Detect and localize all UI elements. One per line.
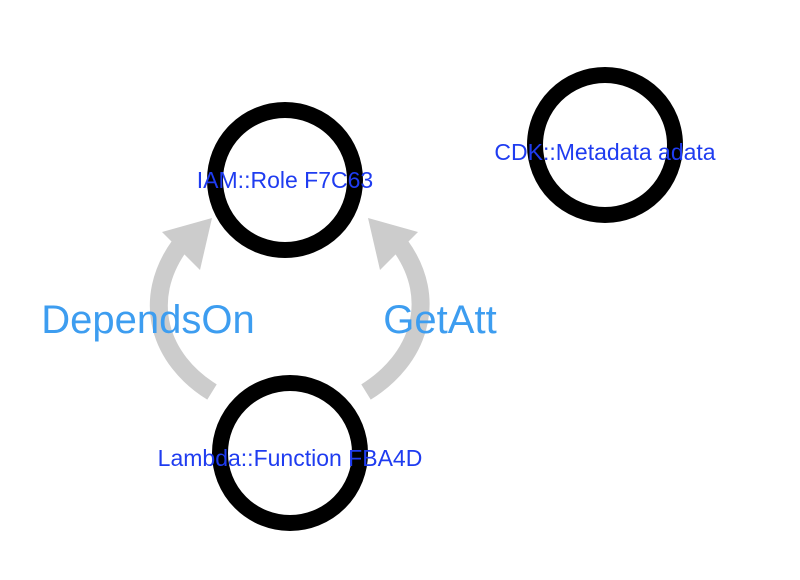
- node-cdk-metadata-label: CDK::Metadata adata: [494, 139, 715, 165]
- node-iam-role-ring: [207, 102, 363, 258]
- node-cdk-metadata[interactable]: CDK::Metadata adata: [494, 67, 716, 223]
- edge-depends-on: [149, 218, 217, 400]
- edge-getatt-path: [361, 239, 430, 400]
- node-lambda-function-ring: [212, 375, 368, 531]
- edge-getatt: [361, 218, 430, 400]
- node-cdk-metadata-ring: [527, 67, 683, 223]
- node-iam-role[interactable]: IAM::Role F7C63: [197, 102, 373, 258]
- node-lambda-function[interactable]: Lambda::Function FBA4D: [158, 375, 423, 531]
- edge-depends-on-path: [149, 239, 217, 400]
- node-lambda-function-label: Lambda::Function FBA4D: [158, 445, 423, 471]
- node-iam-role-label: IAM::Role F7C63: [197, 167, 373, 193]
- edge-getatt-label: GetAtt: [383, 298, 496, 342]
- edge-getatt-arrowhead: [368, 218, 418, 270]
- edge-depends-on-arrowhead: [162, 218, 212, 270]
- edge-depends-on-label: DependsOn: [41, 298, 254, 342]
